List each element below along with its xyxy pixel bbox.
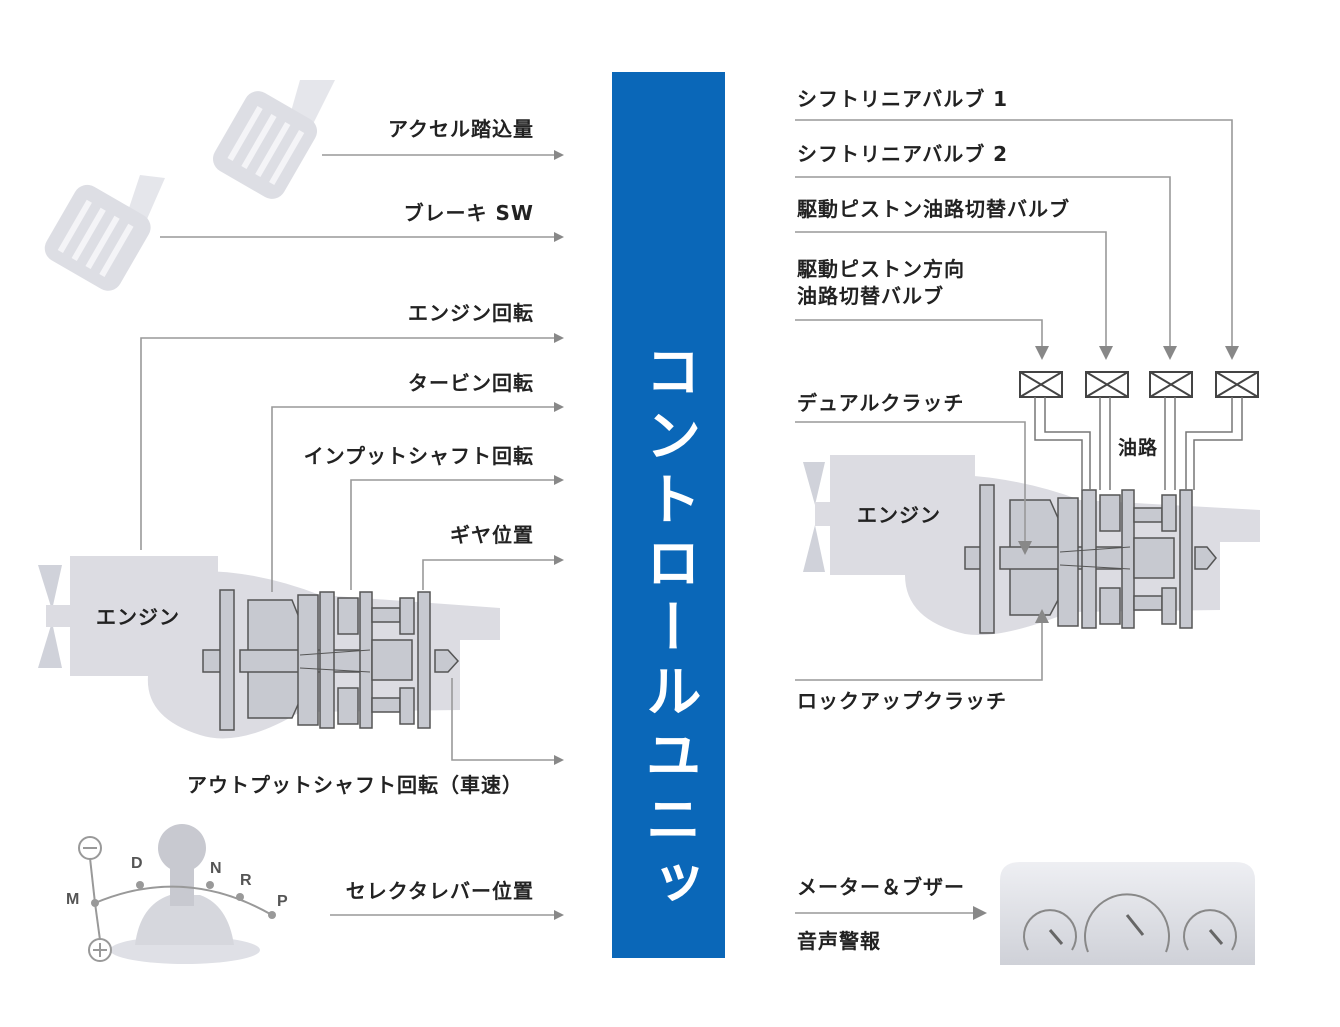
input-signal-lines [140, 150, 564, 920]
accel-label: アクセル踏込量 [388, 117, 534, 141]
selector-letter-p: P [277, 893, 288, 910]
gear-position-label: ギヤ位置 [450, 523, 534, 547]
lockup-clutch-label: ロックアップクラッチ [797, 689, 1007, 713]
left-engine-label: エンジン [96, 605, 180, 629]
output-shaft-rpm-label: アウトプットシャフト回転（車速） [187, 773, 523, 797]
selector-letter-m: M [66, 891, 80, 908]
piston-dir-valve-label-1: 駆動ピストン方向 [797, 257, 965, 281]
output-signal-lines [795, 119, 1239, 920]
brake-label: ブレーキ SW [403, 201, 534, 225]
meter-buzzer-label: メーター＆ブザー [797, 875, 965, 899]
control-unit: コントロールユニット [523, 72, 725, 958]
plus-icon [88, 938, 112, 962]
oil-path-lines [1034, 397, 1243, 490]
voice-alarm-label: 音声警報 [797, 929, 881, 953]
valve-icon [1149, 371, 1193, 398]
valve-boxes [1019, 371, 1259, 398]
left-engine-diagram [38, 556, 500, 739]
selector-letter-d: D [131, 855, 143, 872]
selector-letter-n: N [210, 860, 222, 877]
right-engine-label: エンジン [857, 503, 941, 527]
shift-valve-1-label: シフトリニアバルブ 1 [797, 87, 1009, 111]
valve-icon [1085, 371, 1129, 398]
input-shaft-rpm-label: インプットシャフト回転 [303, 444, 534, 468]
selector-letter-r: R [240, 872, 252, 889]
valve-icon [1019, 371, 1063, 398]
piston-dir-valve-label-2: 油路切替バルブ [797, 284, 944, 308]
turbine-rpm-label: タービン回転 [408, 371, 534, 395]
shift-valve-2-label: シフトリニアバルブ 2 [797, 142, 1009, 166]
selector-lever-icon [78, 824, 276, 964]
brake-pedal-icon [44, 175, 165, 291]
selector-position-label: セレクタレバー位置 [345, 879, 534, 903]
right-engine-diagram [803, 455, 1260, 636]
engine-rpm-label: エンジン回転 [408, 301, 534, 325]
control-unit-label: コントロールユニット [523, 342, 701, 918]
oil-path-label: 油路 [1118, 437, 1159, 459]
accelerator-pedal-icon [212, 80, 335, 199]
minus-icon [78, 836, 102, 860]
piston-valve-label: 駆動ピストン油路切替バルブ [797, 197, 1070, 221]
valve-icon [1215, 371, 1259, 398]
dual-clutch-label: デュアルクラッチ [797, 391, 965, 415]
meter-panel-icon [1000, 862, 1255, 965]
